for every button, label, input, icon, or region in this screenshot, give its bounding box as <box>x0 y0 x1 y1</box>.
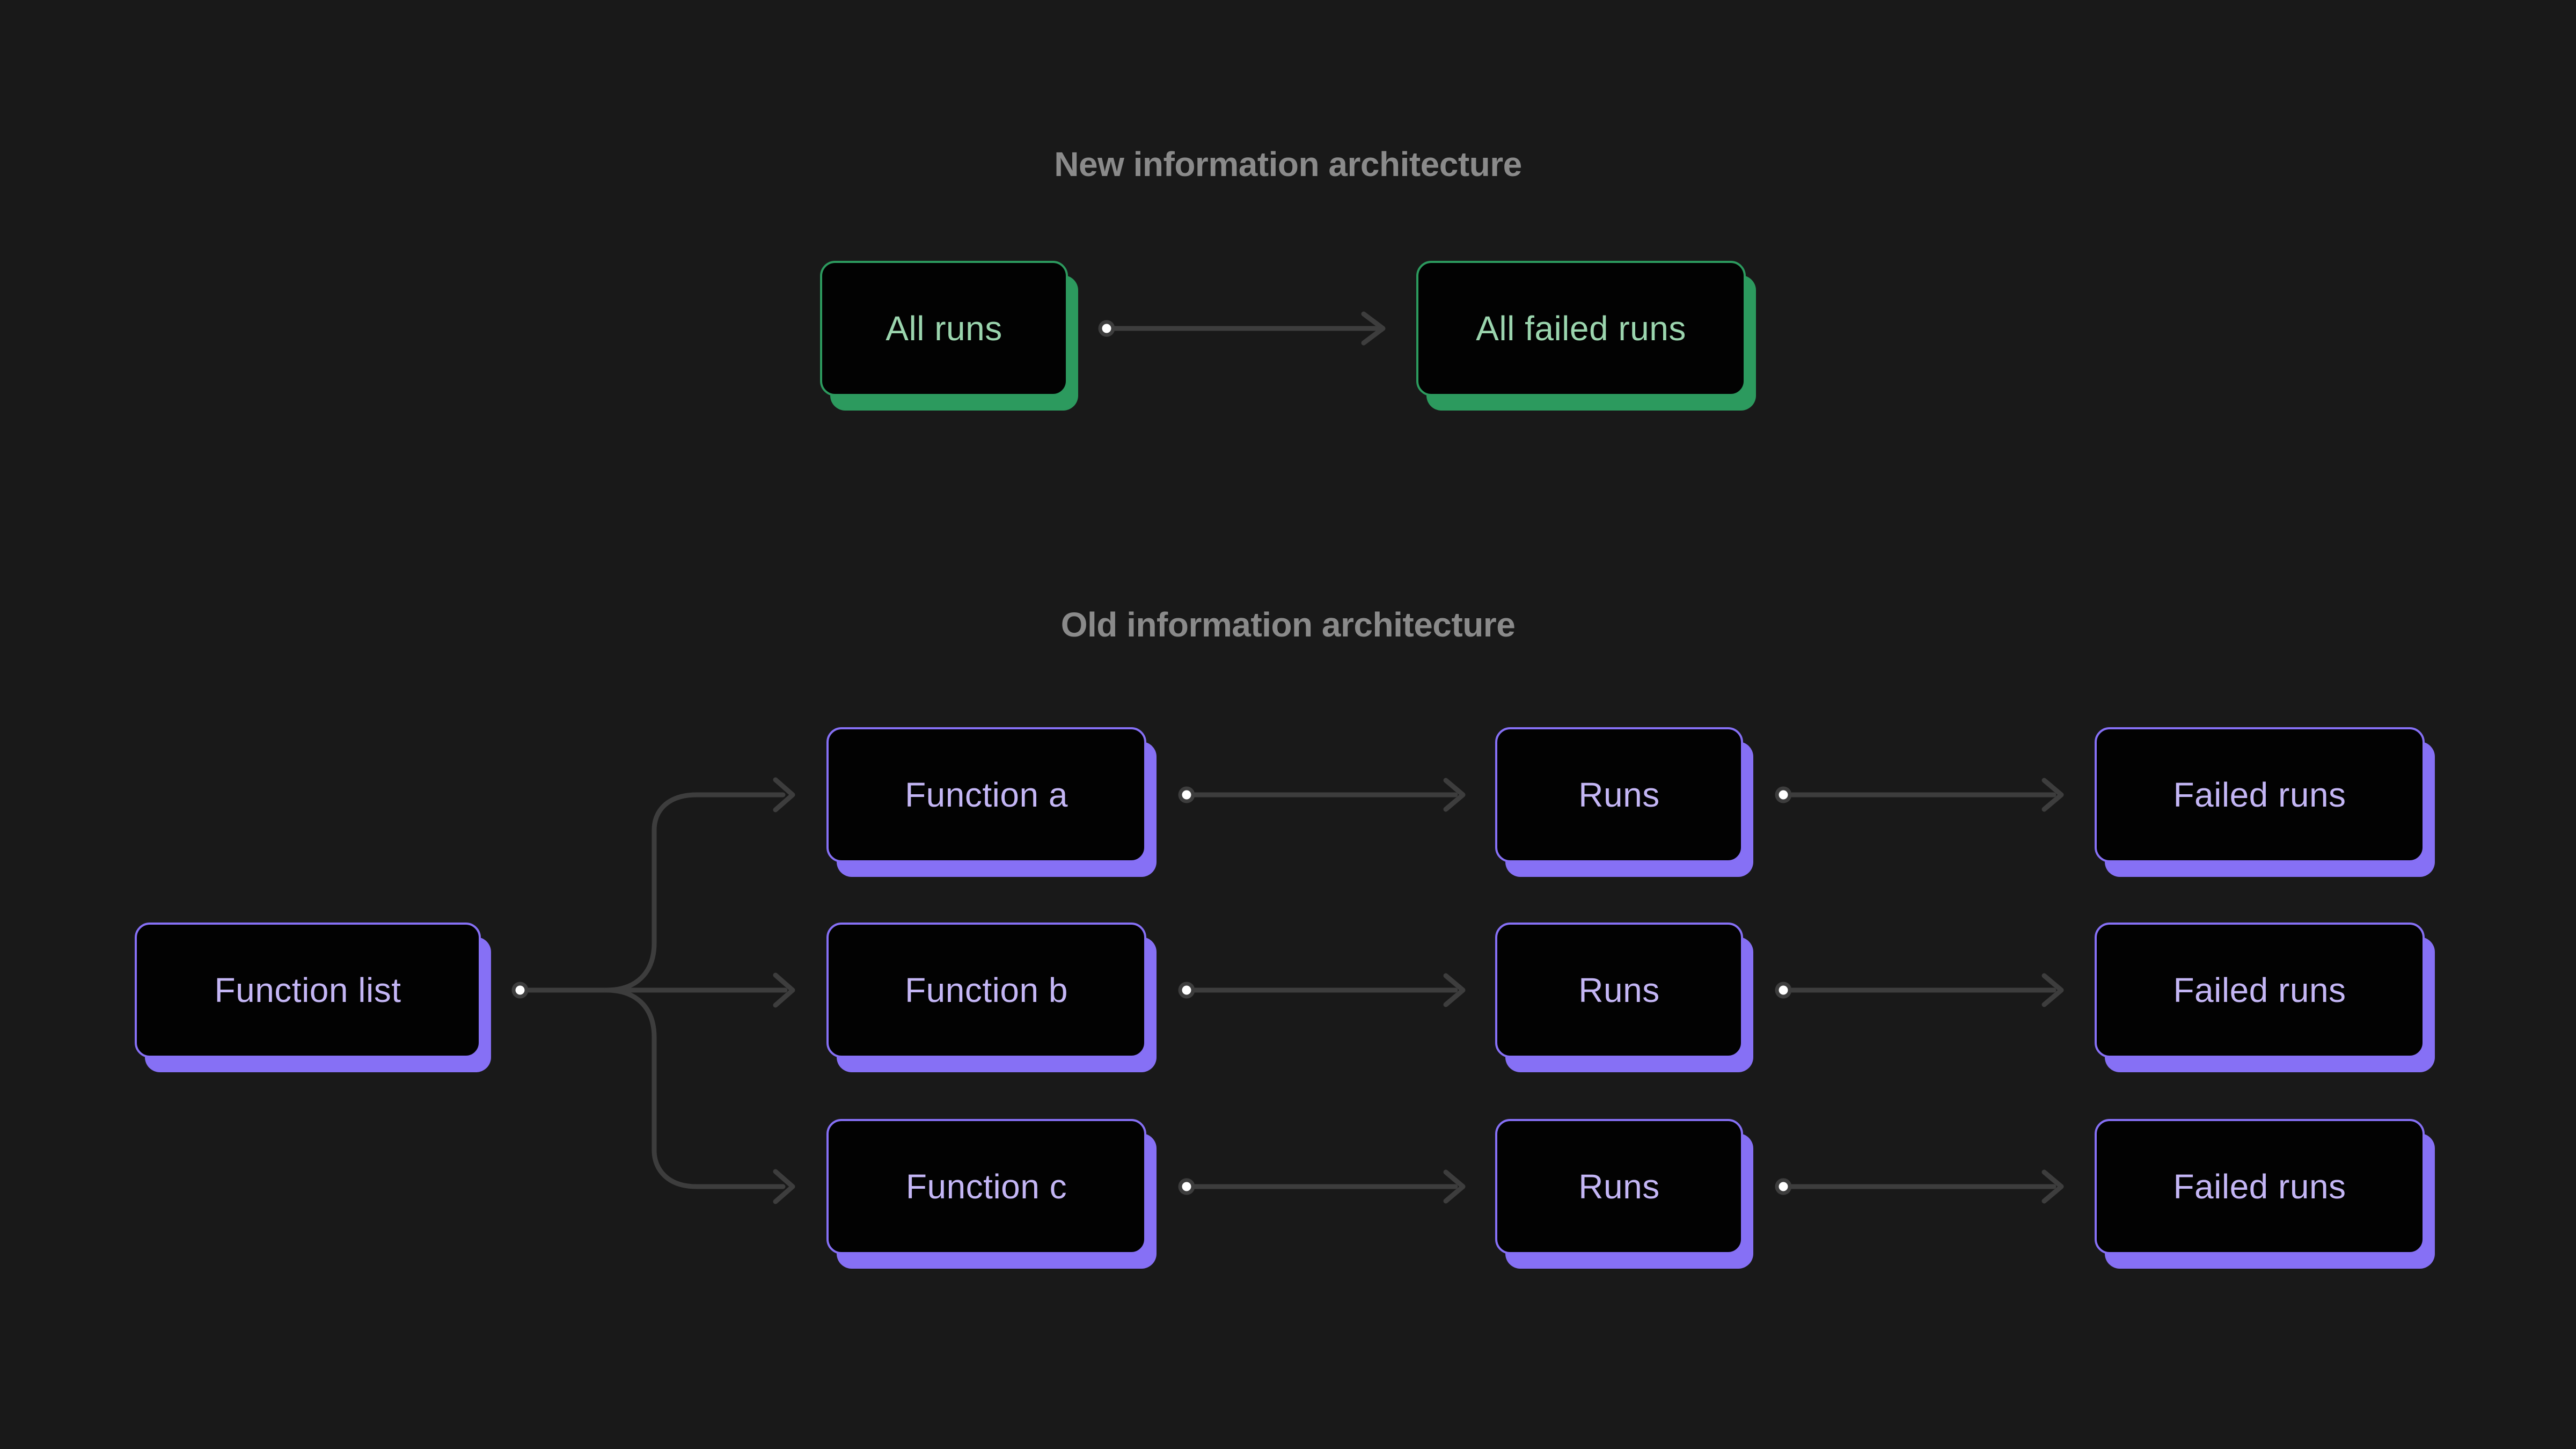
node-function-b: Function b <box>826 923 1146 1058</box>
connector-row-b <box>1178 973 2064 1007</box>
node-label: Function b <box>905 971 1068 1009</box>
node-runs-b: Runs <box>1495 923 1743 1058</box>
arrowhead-icon <box>1443 1169 1466 1204</box>
connector-dot <box>1779 985 1788 995</box>
node-function-c: Function c <box>826 1119 1146 1254</box>
connector-function-list-fork <box>511 777 795 1204</box>
node-function-list: Function list <box>135 923 481 1058</box>
connector-line-up <box>604 792 786 993</box>
connector-dot <box>1102 324 1111 333</box>
arrowhead-icon <box>1361 311 1386 346</box>
node-label: Function c <box>905 1167 1067 1206</box>
new-architecture-title: New information architecture <box>1054 145 1522 184</box>
node-label: Runs <box>1578 775 1660 814</box>
node-runs-c: Runs <box>1495 1119 1743 1254</box>
node-label: Function a <box>905 775 1068 814</box>
arrowhead-icon <box>773 777 795 813</box>
arrowhead-icon <box>2041 778 2064 812</box>
node-label: Failed runs <box>2173 1167 2346 1206</box>
node-label: Function list <box>214 971 401 1009</box>
connector-all-runs-to-all-failed-runs <box>1098 311 1386 346</box>
arrowhead-icon <box>773 1169 795 1204</box>
arrowhead-icon <box>1443 973 1466 1007</box>
connector-dot <box>1779 1182 1788 1191</box>
connector-dot <box>515 985 525 995</box>
node-all-failed-runs: All failed runs <box>1416 261 1746 396</box>
node-runs-a: Runs <box>1495 727 1743 862</box>
connector-dot <box>1182 790 1191 800</box>
node-all-runs: All runs <box>820 261 1068 396</box>
node-label: Failed runs <box>2173 971 2346 1009</box>
node-label: All runs <box>885 309 1002 348</box>
node-label: All failed runs <box>1476 309 1686 348</box>
old-architecture-title: Old information architecture <box>1060 605 1516 644</box>
node-label: Runs <box>1578 971 1660 1009</box>
connector-row-c <box>1178 1169 2064 1204</box>
node-failed-runs-b: Failed runs <box>2095 923 2425 1058</box>
connector-dot <box>1779 790 1788 800</box>
node-failed-runs-c: Failed runs <box>2095 1119 2425 1254</box>
arrowhead-icon <box>1443 778 1466 812</box>
arrowhead-icon <box>773 972 795 1008</box>
node-label: Runs <box>1578 1167 1660 1206</box>
node-label: Failed runs <box>2173 775 2346 814</box>
arrowhead-icon <box>2041 973 2064 1007</box>
connector-line-down <box>604 987 786 1189</box>
node-function-a: Function a <box>826 727 1146 862</box>
connector-dot <box>1182 985 1191 995</box>
node-failed-runs-a: Failed runs <box>2095 727 2425 862</box>
connector-dot <box>1182 1182 1191 1191</box>
arrowhead-icon <box>2041 1169 2064 1204</box>
connector-row-a <box>1178 778 2064 812</box>
